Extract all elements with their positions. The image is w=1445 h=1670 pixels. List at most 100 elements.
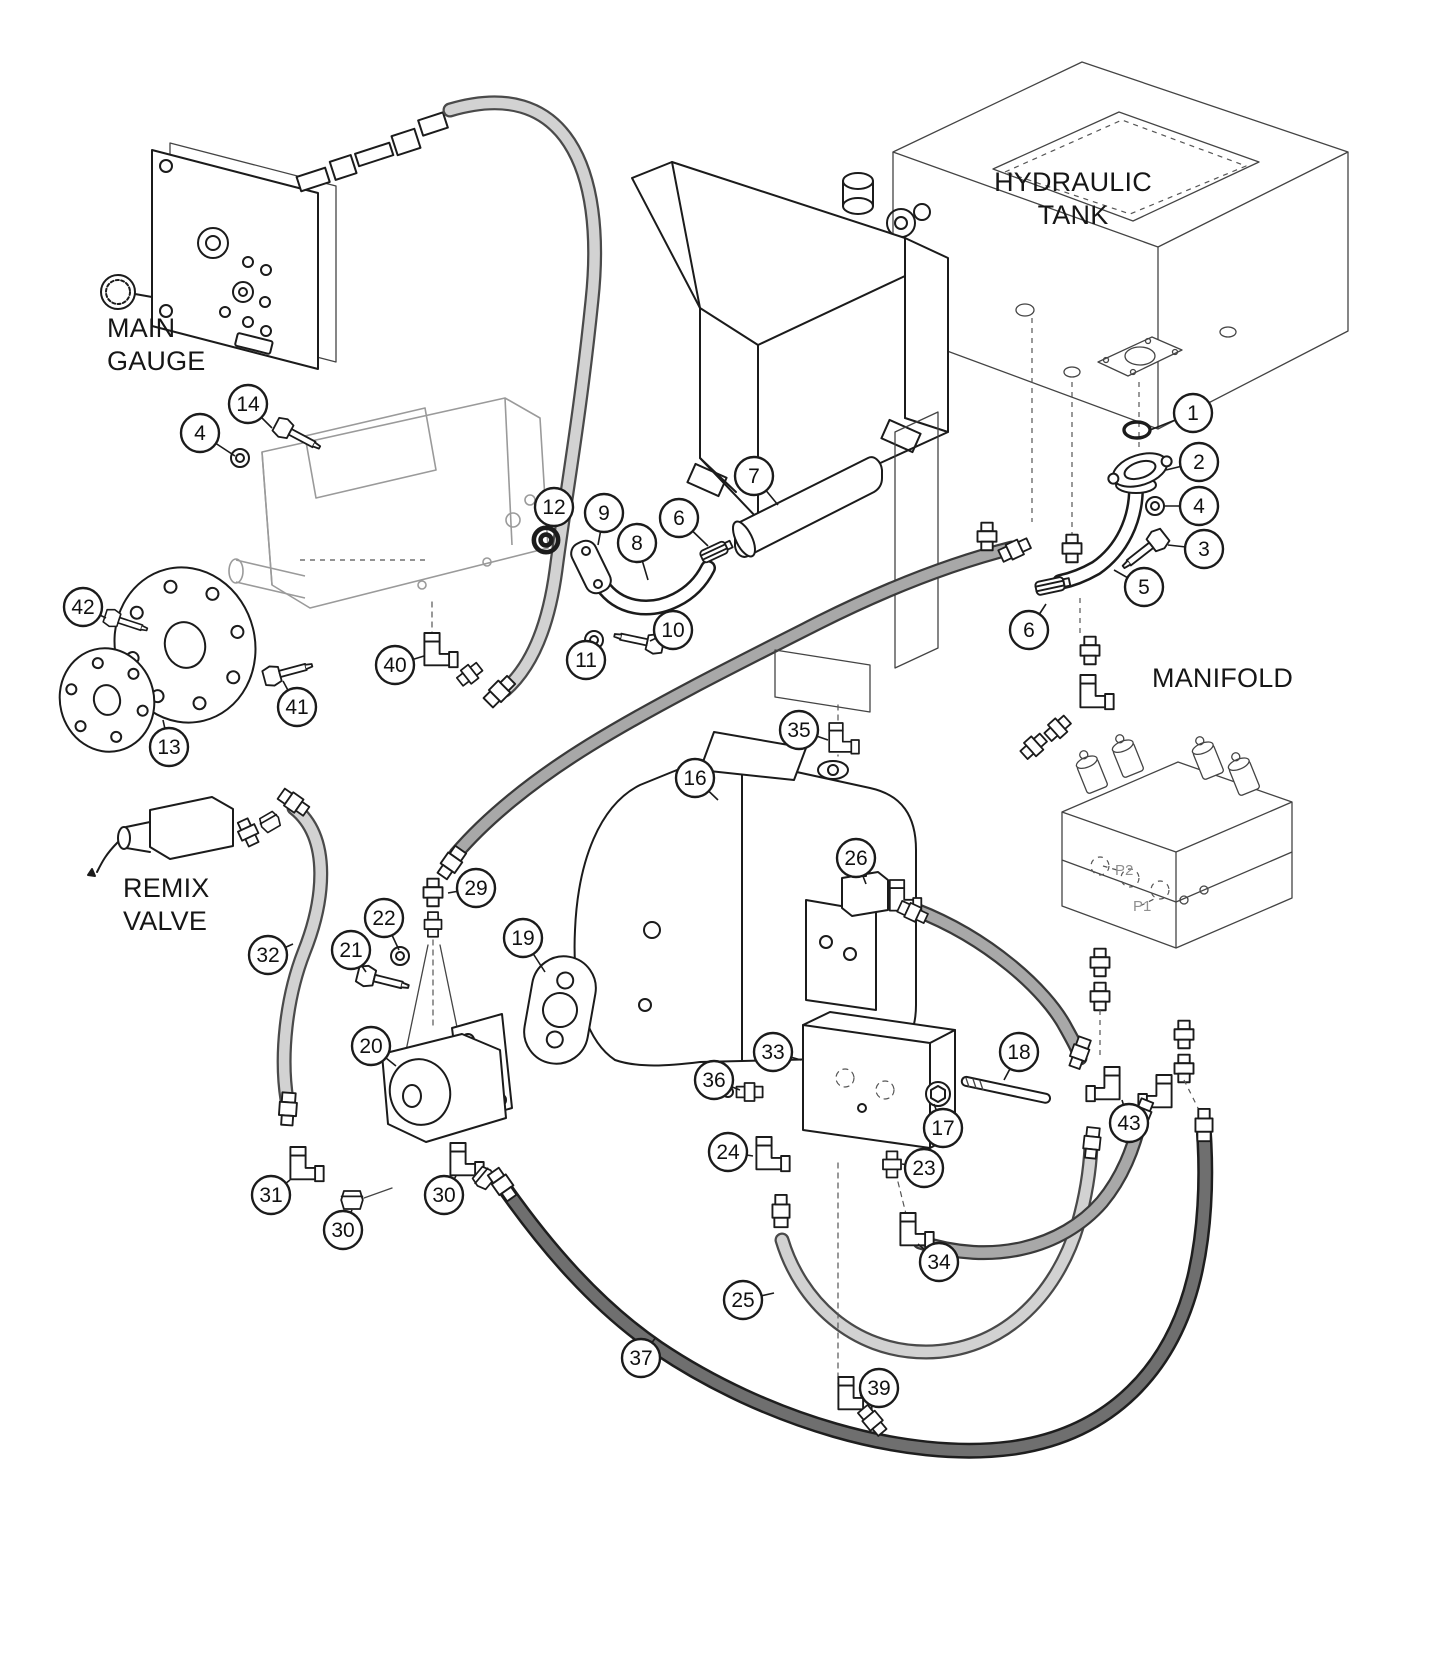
label-port-p2: P2 (1115, 862, 1134, 879)
svg-text:32: 32 (256, 944, 279, 967)
callout-30: 30 (423, 1174, 465, 1216)
callout-11: 11 (565, 639, 607, 681)
svg-text:30: 30 (331, 1219, 354, 1242)
callout-26: 26 (835, 837, 877, 885)
callout-12: 12 (533, 486, 575, 529)
svg-text:9: 9 (598, 502, 610, 525)
callout-17: 17 (922, 1103, 964, 1149)
fitting-23 (882, 1150, 902, 1179)
elbow-34 (899, 1212, 935, 1249)
callout-7: 7 (733, 455, 779, 506)
callout-39: 39 (858, 1367, 900, 1409)
svg-text:12: 12 (542, 496, 565, 519)
callout-29: 29 (447, 867, 497, 909)
nut-30-left (340, 1190, 364, 1210)
hose-32-art (276, 800, 329, 1108)
callout-41: 41 (276, 680, 318, 728)
svg-text:14: 14 (236, 393, 260, 416)
callout-4: 4 (1164, 485, 1220, 527)
callout-21: 21 (330, 929, 372, 973)
hose-34-art (912, 1112, 1148, 1261)
svg-text:2: 2 (1193, 451, 1205, 474)
svg-text:30: 30 (432, 1184, 455, 1207)
remix-valve-art (87, 796, 284, 877)
callout-5: 5 (1113, 566, 1165, 608)
callout-6: 6 (1008, 603, 1050, 651)
callout-4: 4 (179, 412, 236, 457)
washer-4-left (230, 448, 250, 468)
callout-33: 33 (752, 1031, 802, 1073)
svg-text:6: 6 (1023, 619, 1035, 642)
elbow-35 (828, 722, 860, 755)
callout-6: 6 (658, 497, 709, 547)
callout-1: 1 (1149, 392, 1214, 434)
svg-text:13: 13 (157, 736, 180, 759)
tube-7-art (731, 456, 883, 558)
svg-text:11: 11 (575, 649, 597, 672)
elbow-40 (423, 632, 459, 669)
fitting-29 (422, 877, 444, 908)
svg-text:35: 35 (787, 719, 810, 742)
svg-text:1: 1 (1187, 402, 1199, 425)
callout-18: 18 (998, 1031, 1040, 1081)
svg-text:20: 20 (359, 1035, 382, 1058)
svg-text:37: 37 (629, 1347, 652, 1370)
svg-text:4: 4 (194, 422, 206, 445)
callout-9: 9 (583, 492, 625, 546)
callout-16: 16 (674, 757, 719, 801)
callout-30: 30 (322, 1209, 364, 1251)
callout-31: 31 (250, 1174, 292, 1216)
svg-text:42: 42 (71, 596, 94, 619)
callout-37: 37 (620, 1336, 662, 1379)
manifold-art (1061, 734, 1293, 1113)
callout-8: 8 (616, 522, 658, 581)
hose-37-art (498, 1126, 1214, 1459)
callout-20: 20 (350, 1025, 397, 1067)
callout-36: 36 (693, 1059, 741, 1101)
hose-gauge-art (442, 95, 603, 698)
callout-23: 23 (901, 1147, 945, 1189)
elbow-8-art (534, 528, 735, 657)
svg-text:26: 26 (844, 847, 867, 870)
coupling-flanges-art (58, 566, 257, 753)
svg-text:7: 7 (748, 465, 760, 488)
svg-text:22: 22 (372, 907, 395, 930)
fitting-36 (735, 1082, 764, 1102)
svg-text:21: 21 (339, 939, 362, 962)
svg-text:23: 23 (912, 1157, 935, 1180)
svg-text:18: 18 (1007, 1041, 1030, 1064)
flange-2-art (1107, 420, 1173, 577)
svg-text:31: 31 (259, 1184, 282, 1207)
callout-24: 24 (707, 1131, 754, 1173)
label-port-p1: P1 (1133, 898, 1152, 915)
svg-text:39: 39 (867, 1377, 890, 1400)
svg-text:3: 3 (1198, 538, 1210, 561)
svg-text:29: 29 (464, 877, 487, 900)
svg-text:34: 34 (927, 1251, 951, 1274)
label-manifold: MANIFOLD (1152, 663, 1294, 693)
callout-14: 14 (227, 383, 273, 429)
svg-text:6: 6 (673, 507, 685, 530)
callout-43: 43 (1108, 1099, 1150, 1144)
upper-pump-art (228, 397, 549, 609)
svg-text:8: 8 (631, 532, 643, 555)
callout-22: 22 (363, 897, 405, 951)
bolt-41 (260, 654, 316, 689)
svg-text:43: 43 (1117, 1112, 1140, 1135)
callout-25: 25 (722, 1279, 775, 1321)
svg-text:4: 4 (1193, 495, 1205, 518)
svg-text:40: 40 (383, 654, 406, 677)
hose-25-art (774, 1138, 1099, 1360)
svg-text:25: 25 (731, 1289, 754, 1312)
elbow-24 (755, 1136, 791, 1173)
svg-text:19: 19 (511, 927, 534, 950)
washer-4-right (1145, 496, 1165, 516)
callout-10: 10 (649, 609, 694, 651)
svg-text:24: 24 (716, 1141, 740, 1164)
hose-return-art (448, 540, 1020, 862)
callout-13: 13 (148, 719, 190, 768)
callout-40: 40 (374, 644, 425, 686)
